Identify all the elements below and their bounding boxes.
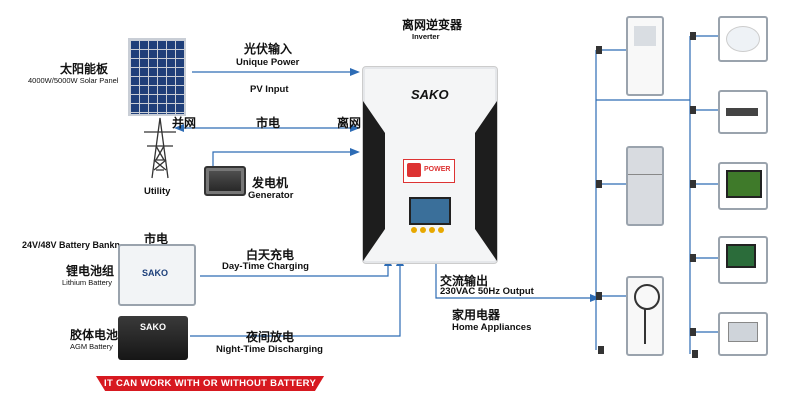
day-charging-label-zh: 白天充电 xyxy=(246,248,295,262)
day-charging-label-en: Day-Time Charging xyxy=(222,261,309,272)
inverter-side-left xyxy=(363,101,385,261)
inverter-lcd-display xyxy=(409,197,451,225)
battery-bank-spec: 24V/48V Battery Bankn xyxy=(22,240,121,250)
ceiling-light-image xyxy=(718,16,768,62)
ac-output-line xyxy=(435,262,596,299)
mains-label: 市电 xyxy=(256,116,281,130)
battery-mains-label: 市电 xyxy=(144,232,169,246)
solar-panel-spec: 4000W/5000W Solar Panel xyxy=(28,76,119,85)
day-charging-line xyxy=(200,262,389,277)
night-discharging-label-en: Night-Time Discharging xyxy=(216,344,323,355)
dvd-player-image xyxy=(718,90,768,134)
generator-image xyxy=(204,166,246,196)
battery-banner: IT CAN WORK WITH OR WITHOUT BATTERY xyxy=(96,376,325,391)
refrigerator-image xyxy=(626,146,664,226)
inverter-logo-icon xyxy=(407,163,421,177)
output-bus-2 xyxy=(596,36,691,354)
off-grid-label: 离网 xyxy=(337,116,362,130)
solar-panel-image xyxy=(128,38,186,116)
inverter-unit: SAKO POWER xyxy=(362,66,498,264)
inverter-brand: SAKO xyxy=(411,87,449,102)
lithium-battery-brand: SAKO xyxy=(142,268,169,278)
utility-label: Utility xyxy=(144,186,171,197)
ac-output-label-en: 230VAC 50Hz Output xyxy=(440,286,534,297)
home-appliances-label-en: Home Appliances xyxy=(452,322,532,333)
inverter-buttons xyxy=(411,227,445,233)
lithium-battery-image: SAKO xyxy=(118,244,196,306)
pv-input-sub: PV Input xyxy=(250,84,289,95)
inverter-badge-text: POWER xyxy=(424,166,451,173)
night-discharging-line xyxy=(190,262,401,337)
lithium-battery-label-en: Lithium Battery xyxy=(62,278,113,287)
inverter-side-right xyxy=(475,101,497,261)
agm-battery-brand: SAKO xyxy=(140,322,167,332)
lithium-battery-label-zh: 锂电池组 xyxy=(66,264,115,278)
generator-label-zh: 发电机 xyxy=(252,176,289,190)
desktop-computer-image xyxy=(718,236,768,284)
utility-pylon-icon xyxy=(144,117,176,179)
home-appliances-label-zh: 家用电器 xyxy=(452,308,501,322)
pv-input-label-zh: 光伏输入 xyxy=(244,42,293,56)
agm-battery-label-zh: 胶体电池 xyxy=(70,328,119,342)
inverter-label-en: Inverter xyxy=(412,32,440,41)
inverter-logo-badge: POWER xyxy=(403,159,455,183)
television-image xyxy=(718,162,768,210)
night-discharging-label-zh: 夜间放电 xyxy=(246,330,295,344)
solar-panel-label: 太阳能板 xyxy=(60,62,109,76)
laptop-image xyxy=(718,312,768,356)
standing-fan-image xyxy=(626,276,664,356)
agm-battery-label-en: AGM Battery xyxy=(70,342,113,351)
ac-output-label-zh: 交流输出 xyxy=(440,274,489,288)
generator-label-en: Generator xyxy=(248,190,294,201)
inverter-label-zh: 离网逆变器 xyxy=(402,18,463,32)
air-conditioner-image xyxy=(626,16,664,96)
grid-tied-label: 并网 xyxy=(172,116,197,130)
agm-battery-image: SAKO xyxy=(118,316,188,360)
pv-input-label-en: Unique Power xyxy=(236,57,300,68)
